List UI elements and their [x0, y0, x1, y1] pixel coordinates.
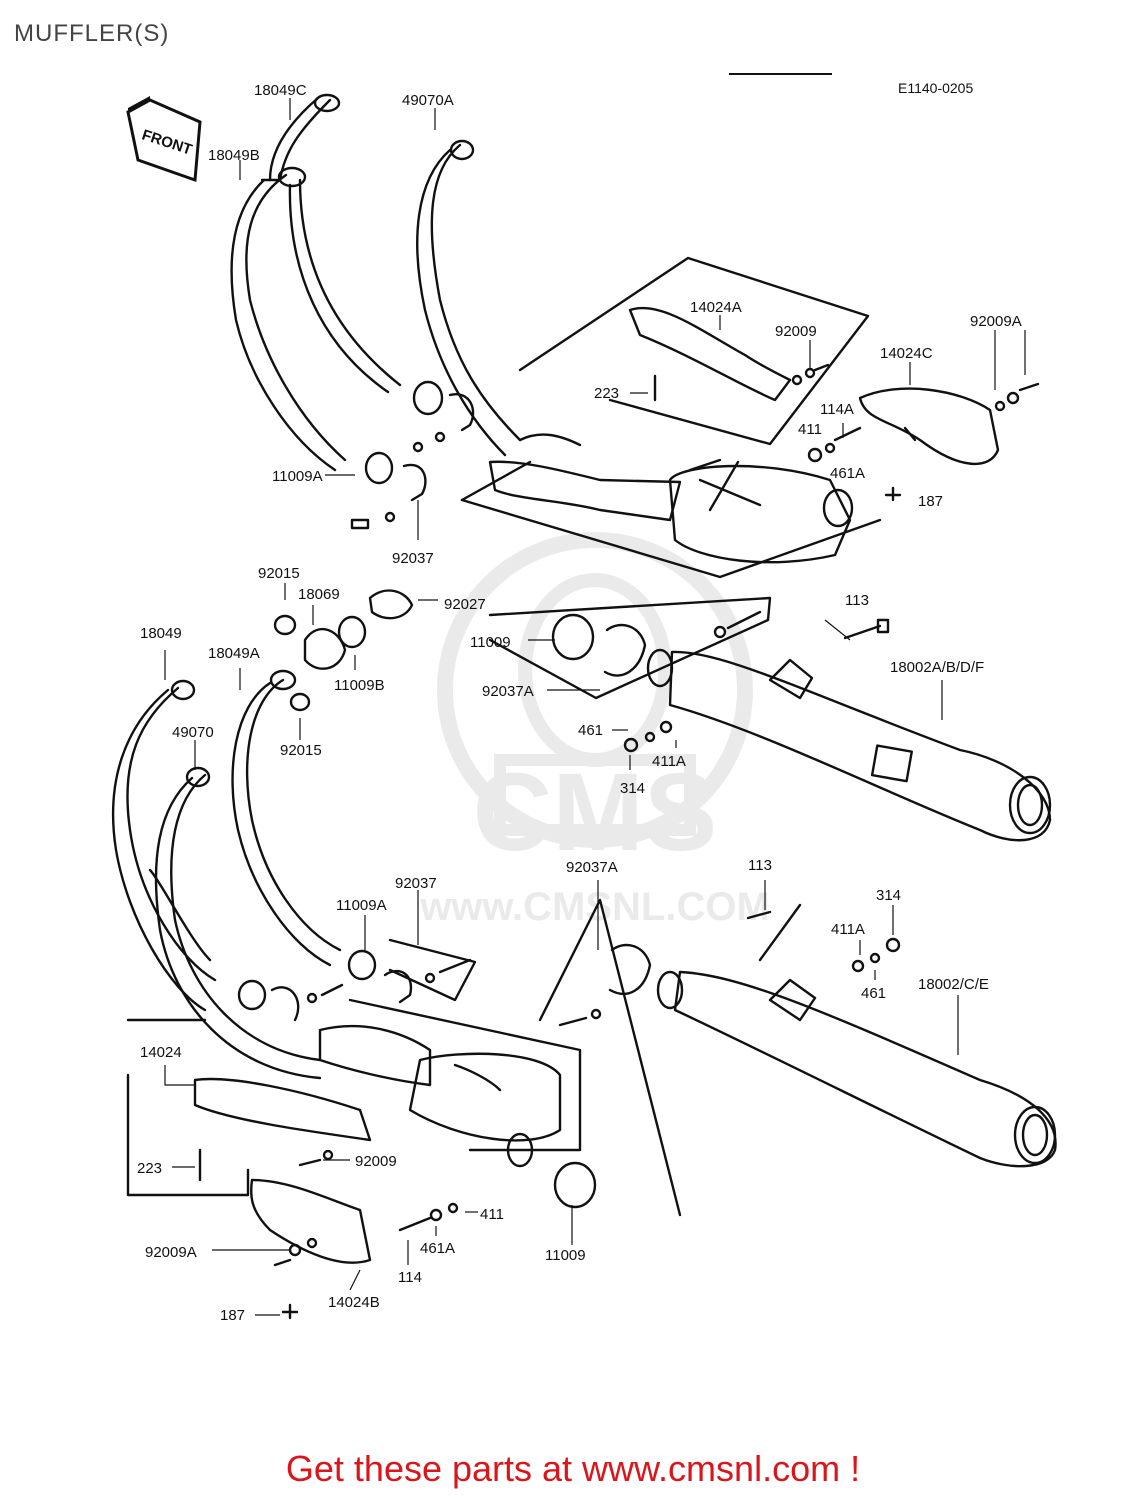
- leader-lines: [164, 98, 1026, 1316]
- callout-11009a-upper: 11009A: [272, 468, 323, 485]
- callout-92037-lower: 92037: [395, 875, 437, 892]
- callout-92037a-upper: 92037A: [482, 683, 534, 700]
- callout-223-upper: 223: [594, 385, 619, 402]
- watermark-site: www.CMSNL.COM: [419, 885, 770, 929]
- callout-49070: 49070: [172, 724, 214, 741]
- callout-411-lower: 411: [480, 1206, 504, 1223]
- callout-92037a-lower: 92037A: [566, 859, 618, 876]
- callout-18002ce: 18002/C/E: [918, 976, 989, 993]
- callout-187-upper: 187: [918, 493, 943, 510]
- callout-14024a: 14024A: [690, 299, 742, 316]
- callout-113-upper: 113: [845, 592, 869, 609]
- front-arrow-marker: FRONT: [126, 96, 202, 183]
- middle-gaskets-clamps: [273, 589, 772, 712]
- part-callouts: 18049C 49070A 18049B 14024A 92009 92009A…: [137, 82, 1022, 1324]
- callout-92009: 92009: [775, 323, 817, 340]
- callout-92015-upper: 92015: [258, 565, 300, 582]
- callout-461-upper: 461: [578, 722, 603, 739]
- callout-11009a-lower: 11009A: [336, 897, 387, 914]
- callout-92027: 92027: [444, 596, 486, 613]
- callout-314-lower: 314: [876, 887, 901, 904]
- callout-411-upper: 411: [798, 421, 822, 438]
- callout-314-upper: 314: [620, 780, 645, 797]
- footer-cta-link[interactable]: Get these parts at www.cmsnl.com !: [285, 1448, 861, 1489]
- callout-461-lower: 461: [861, 985, 886, 1002]
- callout-49070a: 49070A: [402, 92, 454, 109]
- callout-18002abdf: 18002A/B/D/F: [890, 659, 984, 676]
- callout-14024: 14024: [140, 1044, 182, 1061]
- callout-461a-lower: 461A: [420, 1240, 455, 1257]
- callout-114a: 114A: [820, 401, 854, 418]
- callout-92009a-upper: 92009A: [970, 313, 1022, 330]
- callout-223-lower: 223: [137, 1160, 162, 1177]
- lower-header-pipes: [112, 669, 342, 1080]
- upper-header-pipes: [230, 93, 582, 472]
- callout-92015-lower: 92015: [280, 742, 322, 759]
- callout-11009-lower: 11009: [545, 1247, 586, 1264]
- doc-code-rule: [729, 73, 832, 75]
- callout-92009-lower: 92009: [355, 1153, 397, 1170]
- callout-11009b: 11009B: [334, 677, 385, 694]
- callout-114: 114: [398, 1269, 422, 1286]
- page-title: MUFFLER(S): [14, 20, 170, 47]
- callout-18049: 18049: [140, 625, 182, 642]
- callout-18049b: 18049B: [208, 147, 260, 164]
- callout-14024c: 14024C: [880, 345, 933, 362]
- upper-collector-box: [460, 458, 882, 579]
- callout-411a-upper: 411A: [652, 753, 686, 770]
- callout-18049c: 18049C: [254, 82, 307, 99]
- callout-113-lower: 113: [748, 857, 772, 874]
- callout-411a-lower: 411A: [831, 921, 865, 938]
- lower-muffler: [538, 898, 1057, 1217]
- callout-461a-upper: 461A: [830, 465, 865, 482]
- callout-92009a-lower: 92009A: [145, 1244, 197, 1261]
- watermark-brand: CMS: [473, 751, 717, 874]
- callout-18049a: 18049A: [208, 645, 260, 662]
- lower-collars-collector: [237, 938, 582, 1168]
- callout-187-lower: 187: [220, 1307, 245, 1324]
- lower-bracket-and-cover: [126, 1018, 459, 1320]
- upper-bracket-and-cover: [518, 256, 1040, 502]
- callout-14024b: 14024B: [328, 1294, 380, 1311]
- callout-92037-upper: 92037: [392, 550, 434, 567]
- upper-muffler: [623, 618, 1052, 842]
- upper-collars-clamps: [350, 380, 475, 530]
- callout-18069: 18069: [298, 586, 340, 603]
- callout-11009-upper: 11009: [470, 634, 511, 651]
- cms-watermark-logo: CMS www.CMSNL.COM: [419, 532, 770, 929]
- doc-code: E1140-0205: [898, 80, 974, 96]
